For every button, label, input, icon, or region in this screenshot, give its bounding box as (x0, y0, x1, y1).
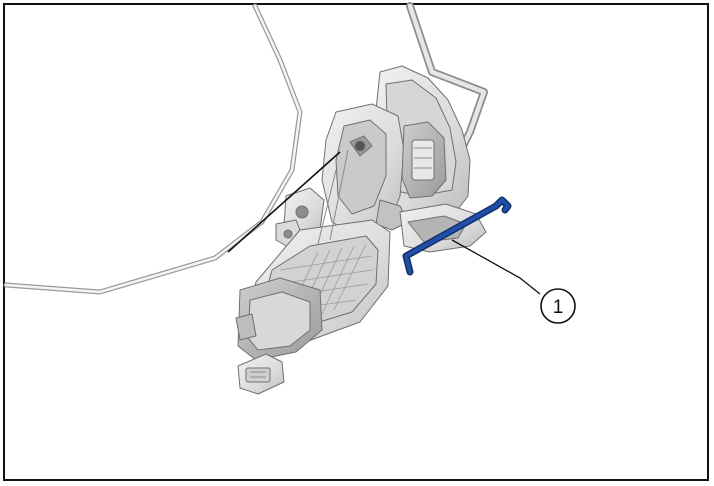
highlighted-rod (402, 196, 512, 276)
actuator-housing (235, 149, 391, 395)
cable-left (3, 3, 303, 295)
door-latch-assembly (275, 65, 487, 253)
leader-line-cable (227, 151, 341, 253)
callout-circle (540, 288, 576, 324)
callout-label-1: 1 (553, 297, 564, 318)
leader-line-1 (451, 239, 541, 295)
callout-1: 1 (540, 288, 576, 324)
